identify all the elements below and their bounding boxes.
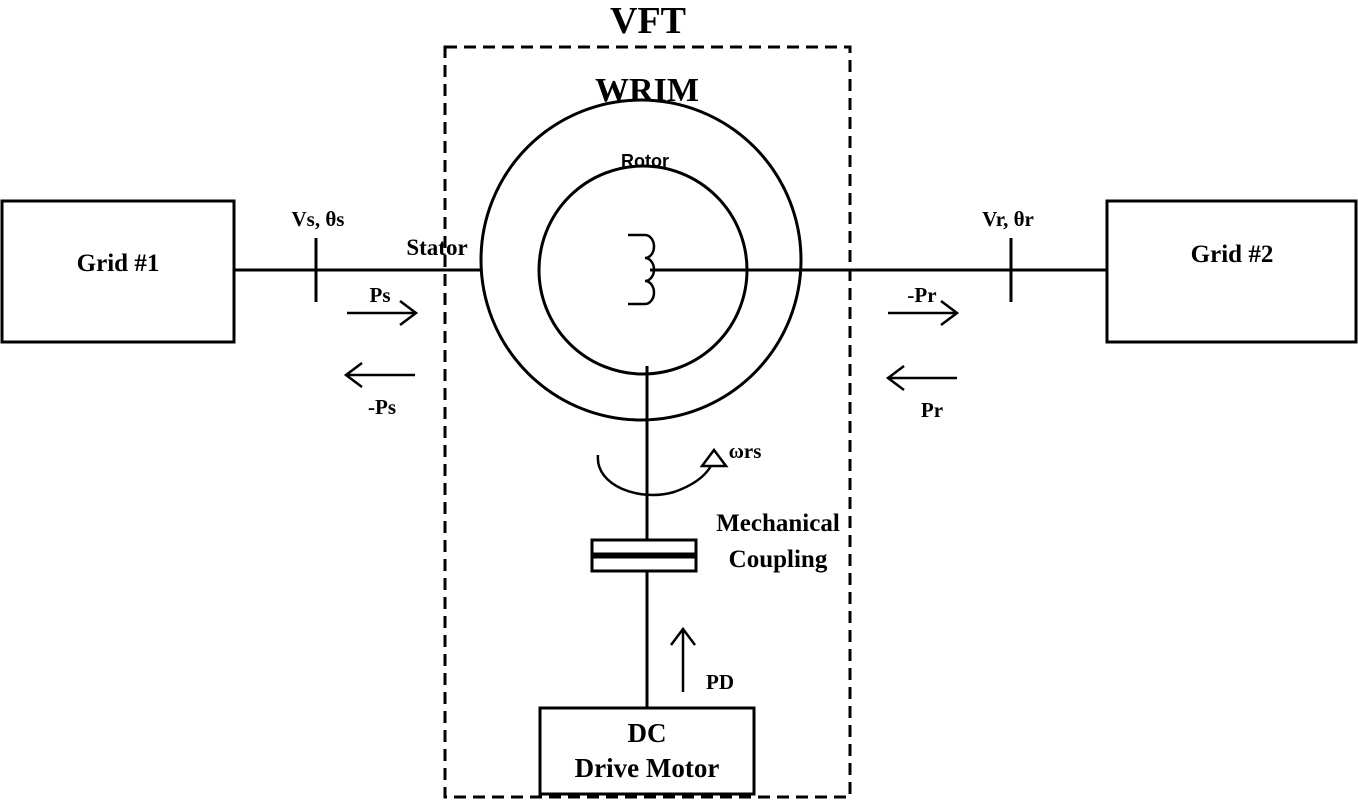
pd-label: PD (706, 670, 734, 694)
ps-label: Ps (370, 283, 391, 307)
dc-motor-label-1: DC (628, 718, 667, 748)
dc-motor-label-2: Drive Motor (575, 753, 720, 783)
neg-pr-arrow-icon (888, 300, 960, 326)
rotor-label: Rotor (621, 151, 669, 171)
pr-label: Pr (921, 398, 943, 422)
rotation-arrowhead-icon (699, 447, 729, 468)
neg-ps-arrow-icon (343, 362, 415, 388)
neg-ps-label: -Ps (368, 395, 396, 419)
grid2-box (1105, 199, 1358, 344)
pd-arrow-icon (670, 626, 696, 692)
pr-arrow-icon (885, 365, 957, 391)
vft-boundary (443, 45, 852, 799)
vs-theta-label: Vs, θs (292, 207, 345, 231)
mech-coupling-label-2: Coupling (729, 546, 828, 573)
stator-label: Stator (406, 235, 467, 260)
grid2-label: Grid #2 (1191, 241, 1274, 268)
neg-pr-label: -Pr (907, 283, 936, 307)
mech-coupling-label-1: Mechanical (716, 510, 840, 537)
omega-rs-label: ωrs (729, 439, 762, 463)
vft-title: VFT (610, 0, 686, 42)
grid1-label: Grid #1 (77, 250, 160, 277)
coupling-plate-bottom (590, 555, 698, 573)
vr-theta-label: Vr, θr (982, 207, 1034, 231)
rotation-arrow-icon (596, 454, 717, 497)
ps-arrow-icon (347, 300, 419, 326)
dc-motor-box (538, 706, 756, 796)
stator-circle (479, 98, 803, 422)
coupling-plate-top (590, 538, 698, 556)
